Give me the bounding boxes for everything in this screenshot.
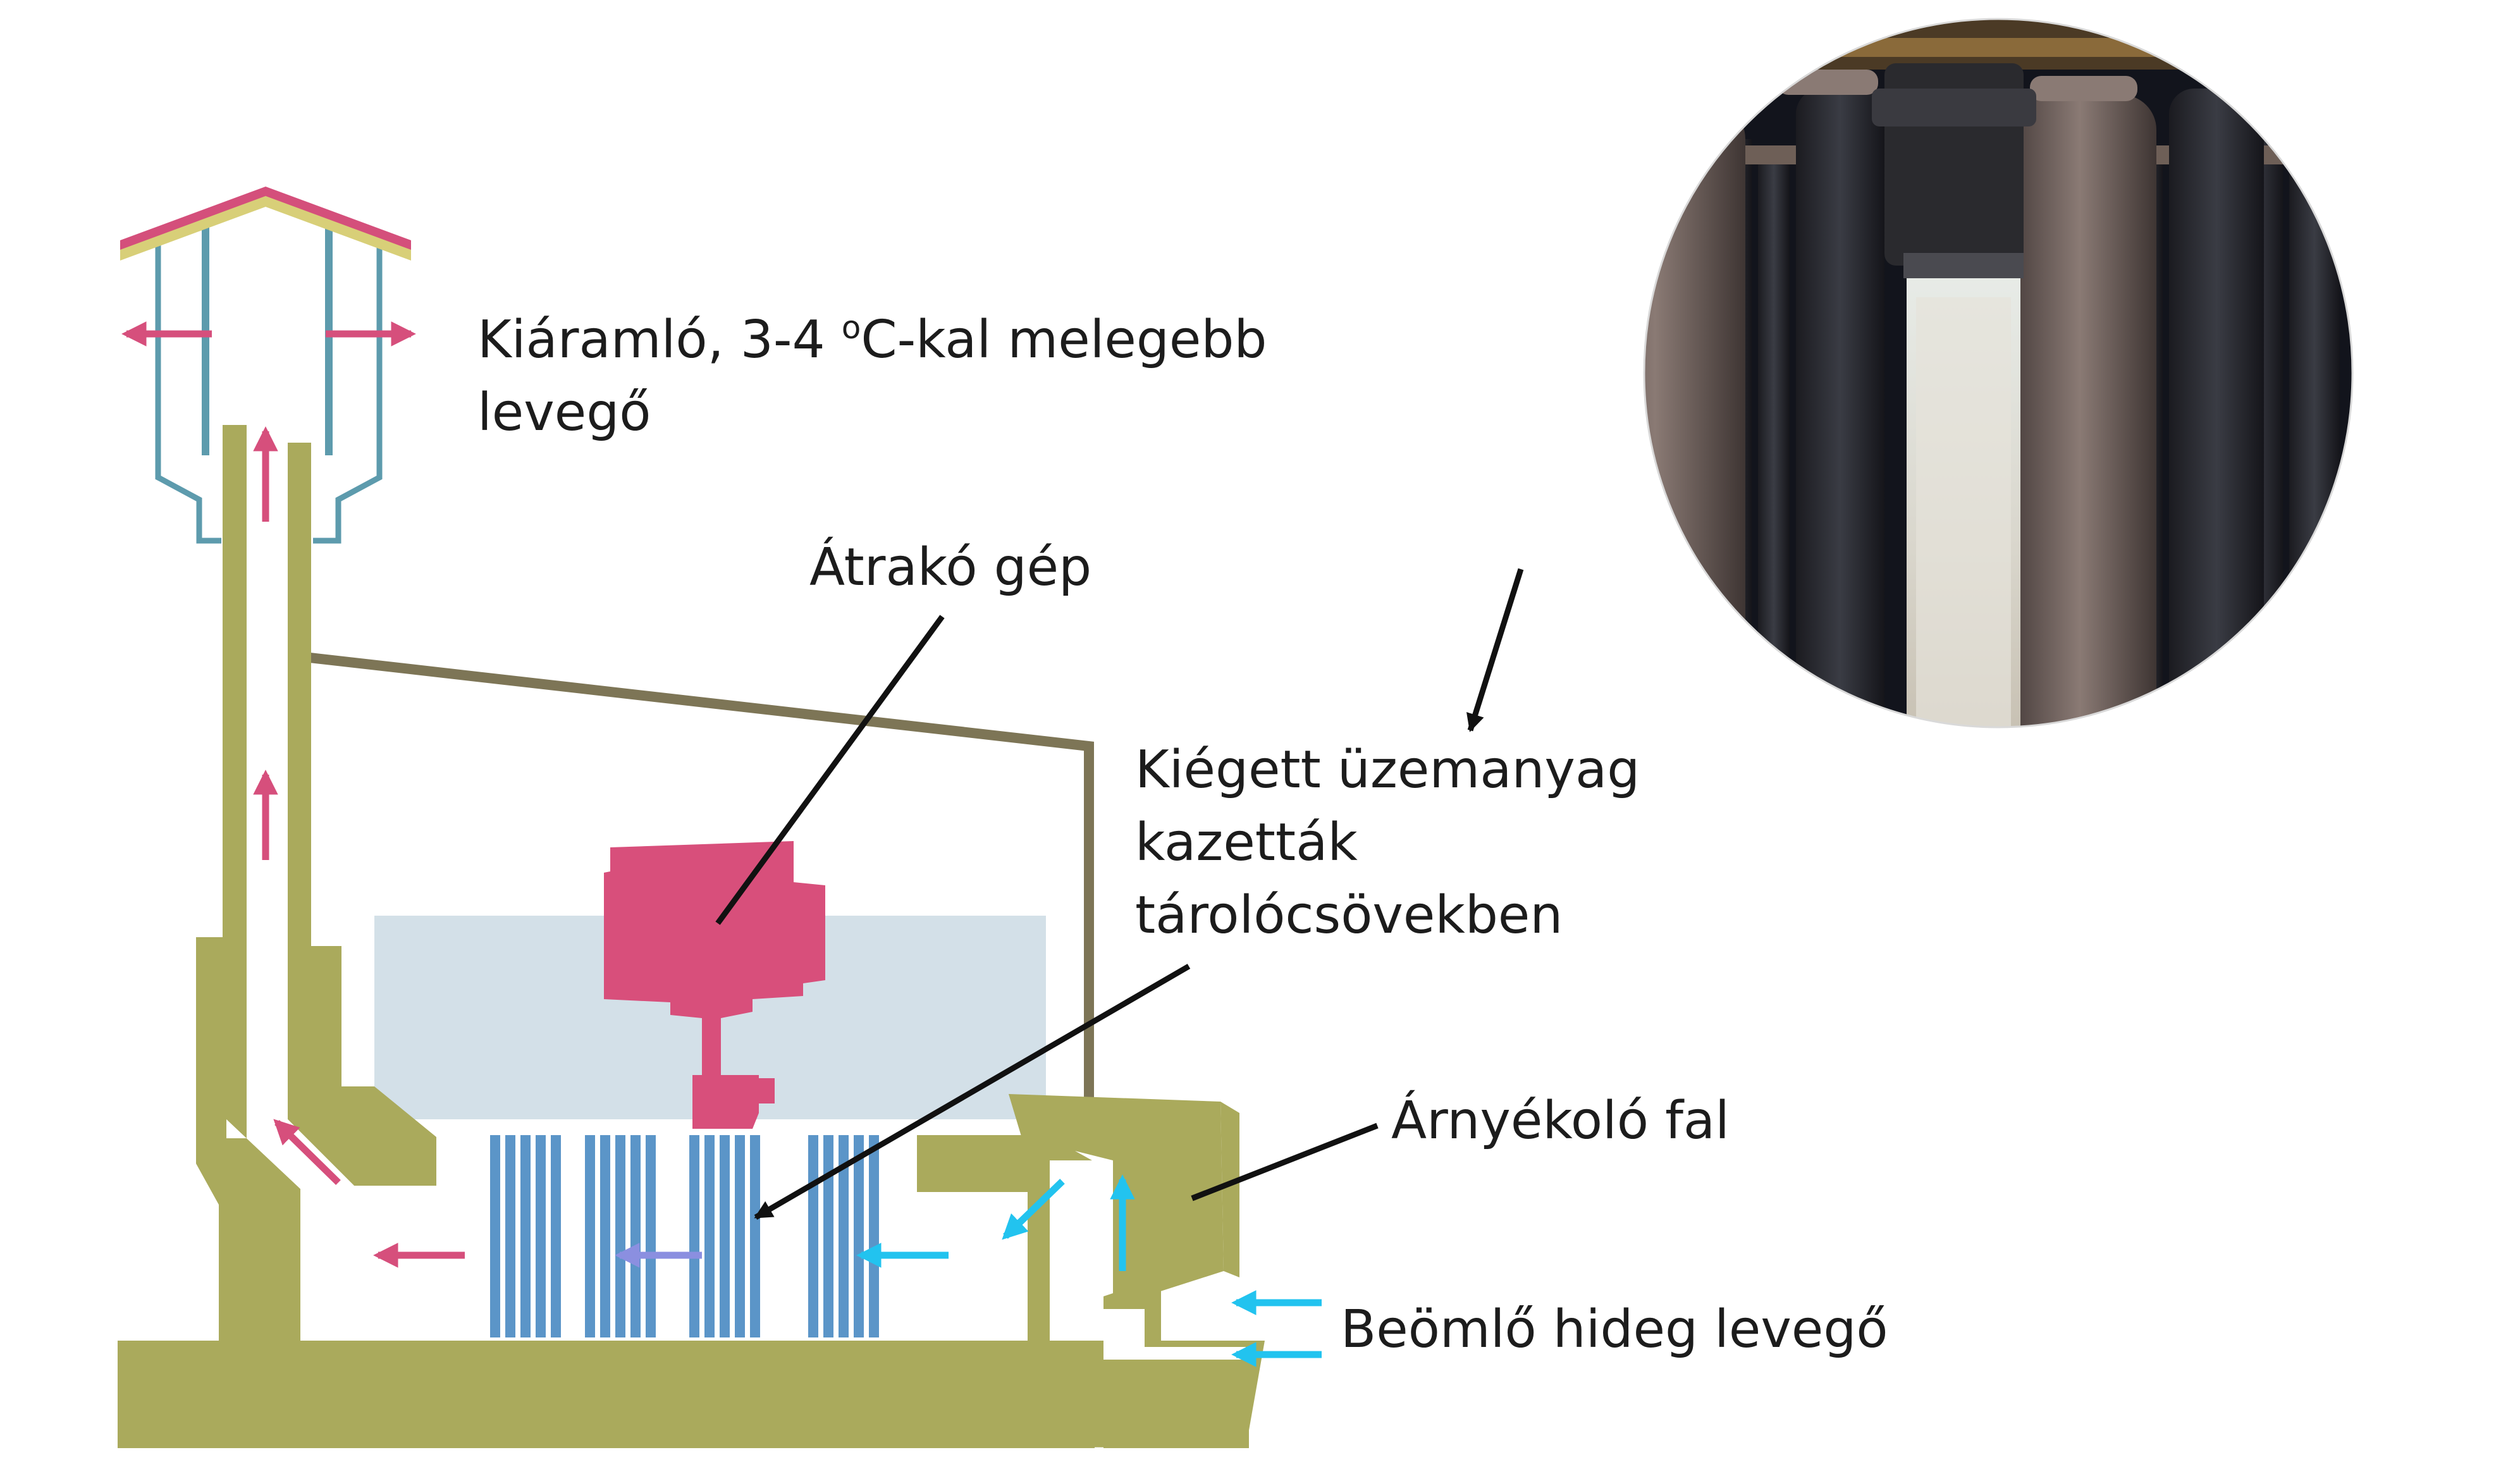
outflow-label: Kiáramló, 3-4 oC-kal melegebb	[477, 309, 1267, 370]
spent-fuel-label-line1: Kiégett üzemanyag	[1135, 740, 1640, 800]
air-channel	[226, 425, 1246, 1375]
fuel-rod	[505, 1135, 515, 1337]
storage-photo-inset	[1644, 19, 2352, 727]
concrete-overlay	[118, 1157, 1249, 1448]
fuel-rod	[839, 1135, 849, 1337]
fuel-rod	[615, 1135, 625, 1337]
fuel-rod	[536, 1135, 546, 1337]
shield-wall-label: Árnyékoló fal	[1391, 1090, 1730, 1151]
chimney-head	[120, 187, 411, 544]
fuel-rod	[808, 1135, 818, 1337]
fuel-rod	[600, 1135, 610, 1337]
fuel-rod	[490, 1135, 500, 1337]
inlet-baffle	[1050, 1126, 1138, 1293]
leader-shield-wall	[1191, 1122, 1379, 1202]
warm-flow-arrows	[121, 321, 465, 1268]
cold-flow-arrows	[856, 1174, 1322, 1367]
spent-fuel-label-line3: tárolócsövekben	[1135, 885, 1563, 945]
inlet-arrow-diagonal	[1002, 1179, 1065, 1240]
spent-fuel-label-line2: kazetták	[1135, 813, 1358, 873]
fuel-rod	[585, 1135, 595, 1337]
fuel-rod	[720, 1135, 730, 1337]
inflow-label: Beömlő hideg levegő	[1341, 1300, 1888, 1360]
leader-machine	[715, 615, 945, 925]
outflow-label-line2: levegő	[477, 383, 651, 443]
hall-wall	[309, 653, 1094, 1103]
fuel-rod	[854, 1135, 864, 1337]
fuel-rod	[823, 1135, 833, 1337]
fuel-rod	[735, 1135, 745, 1337]
inlet-baffle-gap	[1075, 1151, 1113, 1296]
fuel-rod	[646, 1135, 656, 1337]
fuel-rod	[869, 1135, 879, 1337]
leader-lines	[715, 568, 1524, 1220]
fuel-rod	[750, 1135, 760, 1337]
machine-label: Átrakó gép	[809, 537, 1091, 598]
leader-fuel	[754, 964, 1191, 1220]
fuel-rod	[520, 1135, 531, 1337]
fuel-rod	[704, 1135, 715, 1337]
fuel-rod	[630, 1135, 641, 1337]
refuelling-machine	[604, 841, 825, 1129]
leader-photo	[1466, 568, 1524, 732]
fuel-rod	[689, 1135, 699, 1337]
outlet-arrow-diagonal	[273, 1119, 341, 1185]
fuel-rod	[551, 1135, 561, 1337]
